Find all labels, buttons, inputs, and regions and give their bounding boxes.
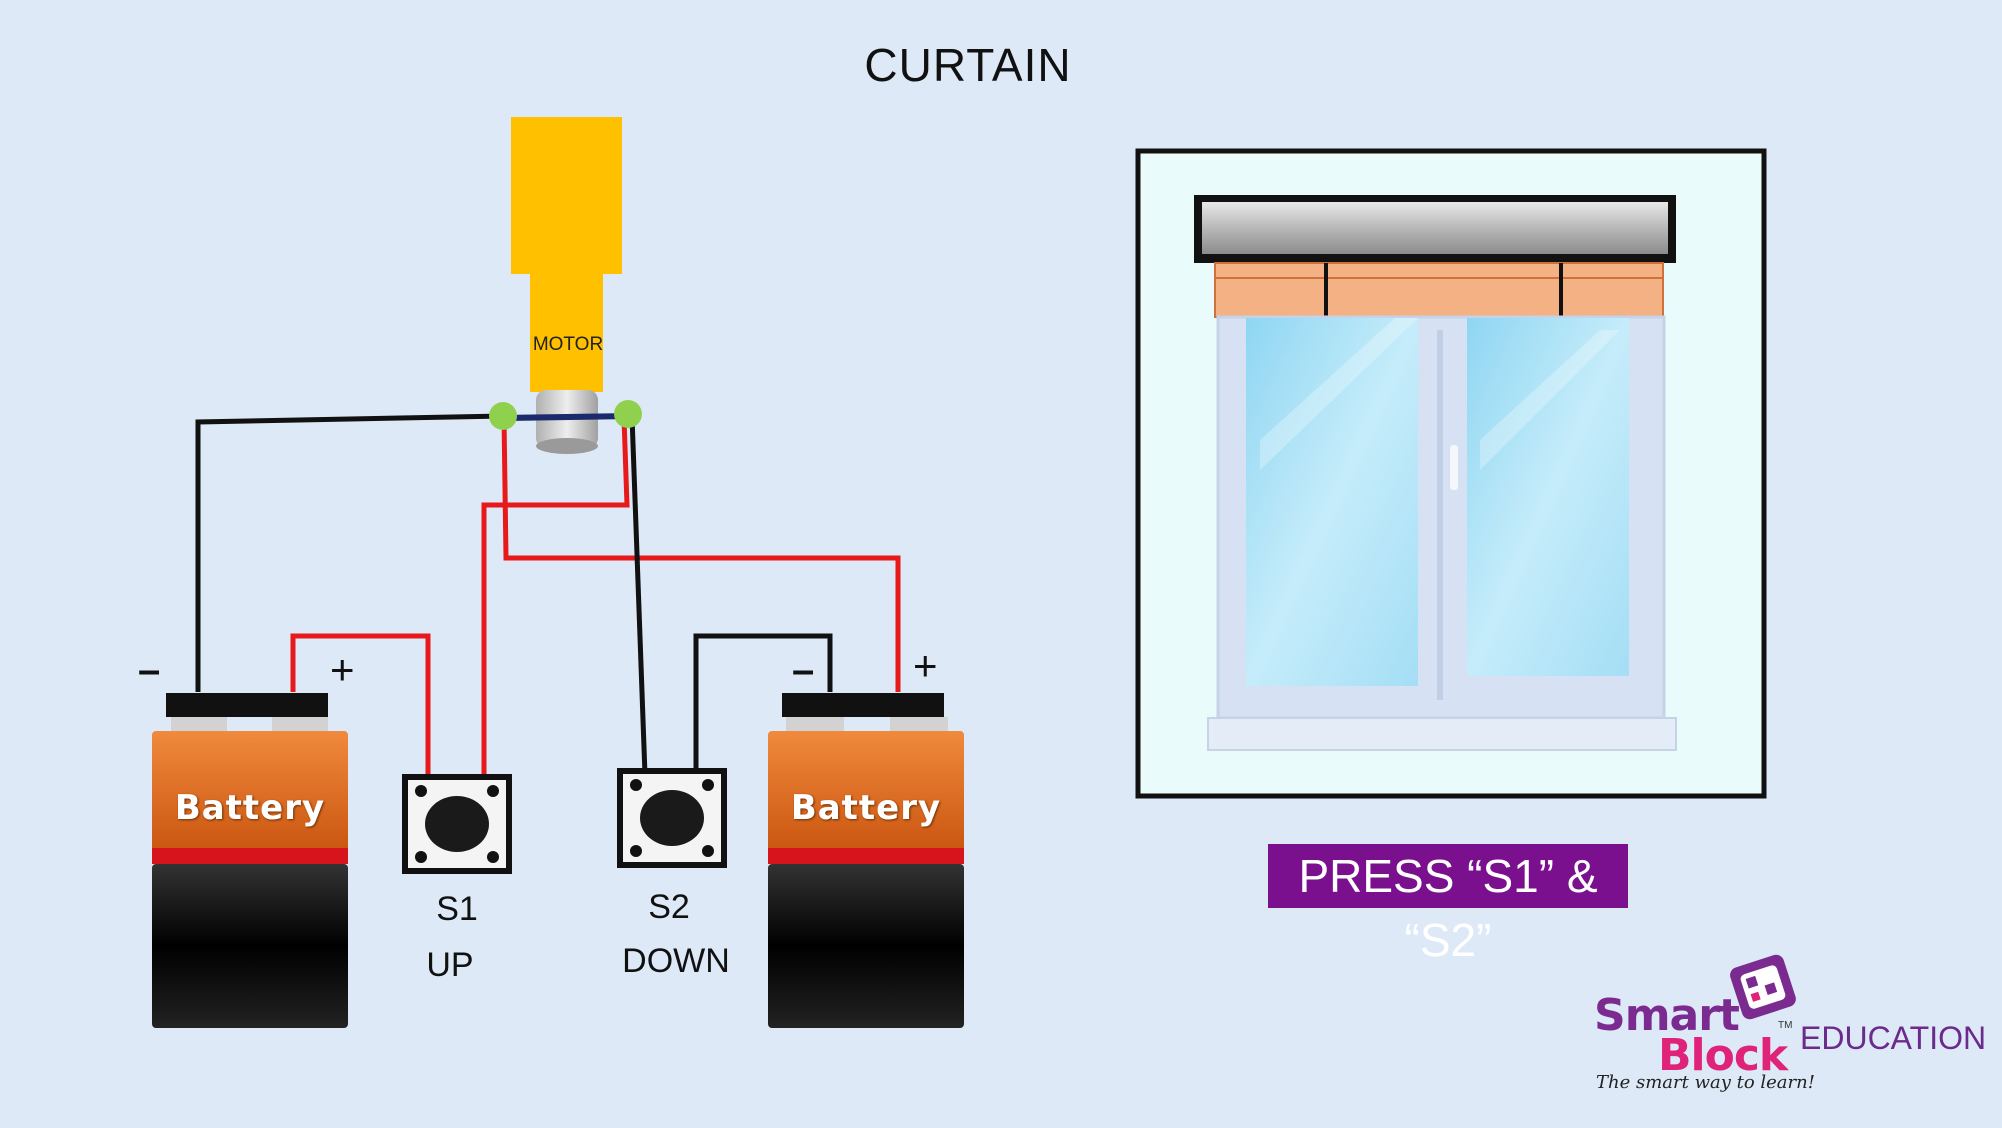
battery-left-plus: + [330, 646, 355, 693]
window-pane-right [1467, 318, 1629, 676]
window-pane-left [1246, 318, 1418, 686]
logo-tagline: The smart way to learn! [1596, 1072, 1815, 1093]
s1-button-cap[interactable] [425, 796, 489, 852]
switch-s1-label: S1 [436, 890, 478, 928]
switch-s2-action: DOWN [622, 942, 730, 980]
logo-smart-text: Smart [1594, 990, 1740, 1041]
battery-left [152, 693, 348, 1028]
window-sill [1207, 717, 1677, 751]
motor-label: MOTOR [532, 334, 604, 355]
smartblock-logo-cube [1730, 954, 1796, 1020]
battery-right-plus: + [913, 642, 938, 689]
motor-terminal-right [614, 400, 642, 428]
wire-red-motor-to-right-battery [501, 417, 901, 692]
wire-red-left-battery-to-s1 [290, 633, 431, 775]
wire-black-s2-to-right-battery [693, 633, 833, 775]
battery-left-label: Battery [174, 788, 326, 828]
s2-button-cap[interactable] [640, 790, 704, 846]
wire-red-s1-to-motor [481, 417, 630, 775]
battery-right-label: Battery [790, 788, 942, 828]
logo-block-text: Block [1658, 1030, 1788, 1081]
curtain [1214, 262, 1664, 318]
window-curtain-illustration [1135, 148, 1767, 799]
wires [195, 413, 901, 776]
battery-right-minus: – [792, 648, 815, 692]
wire-black-left-battery-to-motor [195, 413, 505, 692]
switch-s2[interactable] [617, 768, 727, 868]
motor [489, 117, 642, 454]
switch-s1[interactable] [402, 774, 512, 874]
battery-right [768, 693, 964, 1028]
switch-s2-label: S2 [648, 888, 690, 926]
diagram-title: CURTAIN [864, 39, 1072, 91]
switch-s1-action: UP [426, 946, 474, 984]
logo-trademark: TM [1778, 1020, 1793, 1031]
instruction-banner[interactable]: PRESS “S1” & “S2” [1268, 844, 1628, 966]
battery-left-minus: – [138, 648, 161, 692]
motor-terminal-left [489, 402, 517, 430]
wire-black-motor-to-s2 [629, 415, 648, 776]
logo-education-text: EDUCATION [1800, 1020, 1987, 1056]
